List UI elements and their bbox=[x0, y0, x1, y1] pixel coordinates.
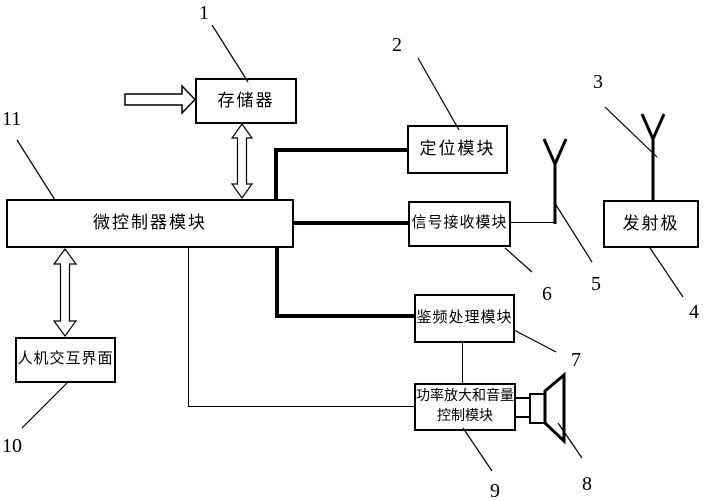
callout-number-11: 11 bbox=[2, 108, 22, 130]
connector-power-amp-to-speaker-top bbox=[516, 397, 529, 399]
connector-power-amp-to-speaker-bottom bbox=[516, 416, 529, 418]
callout-number-1: 1 bbox=[199, 2, 209, 24]
leader-line-9 bbox=[462, 427, 493, 472]
leader-line-2 bbox=[417, 57, 460, 131]
speaker-driver-rect bbox=[529, 393, 546, 424]
connector-micro-to-discriminator-horizontal bbox=[275, 314, 414, 318]
micro-hmi-double-arrow bbox=[52, 247, 78, 338]
hmi-label: 人机交互界面 bbox=[17, 351, 114, 368]
connector-micro-to-signal-receiver bbox=[290, 221, 408, 225]
callout-number-8: 8 bbox=[582, 473, 592, 495]
discriminator-box: 鉴频处理模块 bbox=[414, 294, 515, 343]
receiver-antenna-icon bbox=[542, 138, 568, 224]
signal-receiver-box: 信号接收模块 bbox=[408, 201, 511, 247]
connector-signal-receiver-to-antenna bbox=[510, 222, 555, 223]
leader-line-4 bbox=[649, 247, 684, 298]
microcontroller-box: 微控制器模块 bbox=[6, 199, 294, 248]
connector-micro-to-discriminator-vertical bbox=[275, 245, 279, 318]
leader-line-8 bbox=[557, 422, 583, 459]
callout-number-6: 6 bbox=[542, 283, 552, 305]
leader-line-10 bbox=[21, 382, 68, 429]
leader-line-5 bbox=[555, 204, 593, 263]
signal-receiver-label: 信号接收模块 bbox=[411, 215, 508, 232]
connector-micro-to-power-amp-horizontal bbox=[188, 406, 414, 407]
connector-discriminator-to-power-amp bbox=[462, 343, 463, 383]
power-amp-label-line2: 控制模块 bbox=[437, 409, 493, 424]
emitter-label: 发射极 bbox=[622, 213, 680, 233]
callout-number-3: 3 bbox=[593, 71, 603, 93]
connector-micro-to-positioning-horizontal bbox=[274, 148, 407, 152]
leader-line-6 bbox=[504, 247, 533, 273]
callout-number-2: 2 bbox=[392, 34, 402, 56]
discriminator-label: 鉴频处理模块 bbox=[416, 309, 513, 326]
callout-number-7: 7 bbox=[571, 349, 581, 371]
memory-label: 存储器 bbox=[217, 90, 275, 110]
microcontroller-label: 微控制器模块 bbox=[93, 213, 207, 233]
input-block-arrow bbox=[124, 84, 197, 115]
callout-number-9: 9 bbox=[490, 480, 500, 500]
positioning-label: 定位模块 bbox=[419, 139, 496, 159]
leader-line-3 bbox=[604, 106, 658, 158]
leader-line-7 bbox=[513, 329, 557, 353]
connector-micro-to-power-amp-vertical bbox=[188, 245, 189, 407]
memory-micro-double-arrow bbox=[230, 122, 254, 200]
hmi-box: 人机交互界面 bbox=[15, 337, 116, 383]
power-amp-box: 功率放大和音量 控制模块 bbox=[414, 383, 516, 431]
leader-line-1 bbox=[211, 24, 249, 83]
memory-box: 存储器 bbox=[195, 78, 297, 124]
connector-micro-to-positioning-vertical bbox=[274, 148, 278, 201]
speaker-horn-icon bbox=[543, 371, 566, 445]
transmitter-antenna-icon bbox=[640, 113, 666, 200]
callout-number-5: 5 bbox=[591, 273, 601, 295]
callout-number-4: 4 bbox=[689, 301, 699, 323]
leader-line-11 bbox=[16, 139, 56, 201]
power-amp-label-line1: 功率放大和音量 bbox=[416, 389, 514, 404]
callout-number-10: 10 bbox=[2, 435, 22, 457]
positioning-box: 定位模块 bbox=[407, 125, 508, 174]
emitter-box: 发射极 bbox=[603, 200, 699, 248]
